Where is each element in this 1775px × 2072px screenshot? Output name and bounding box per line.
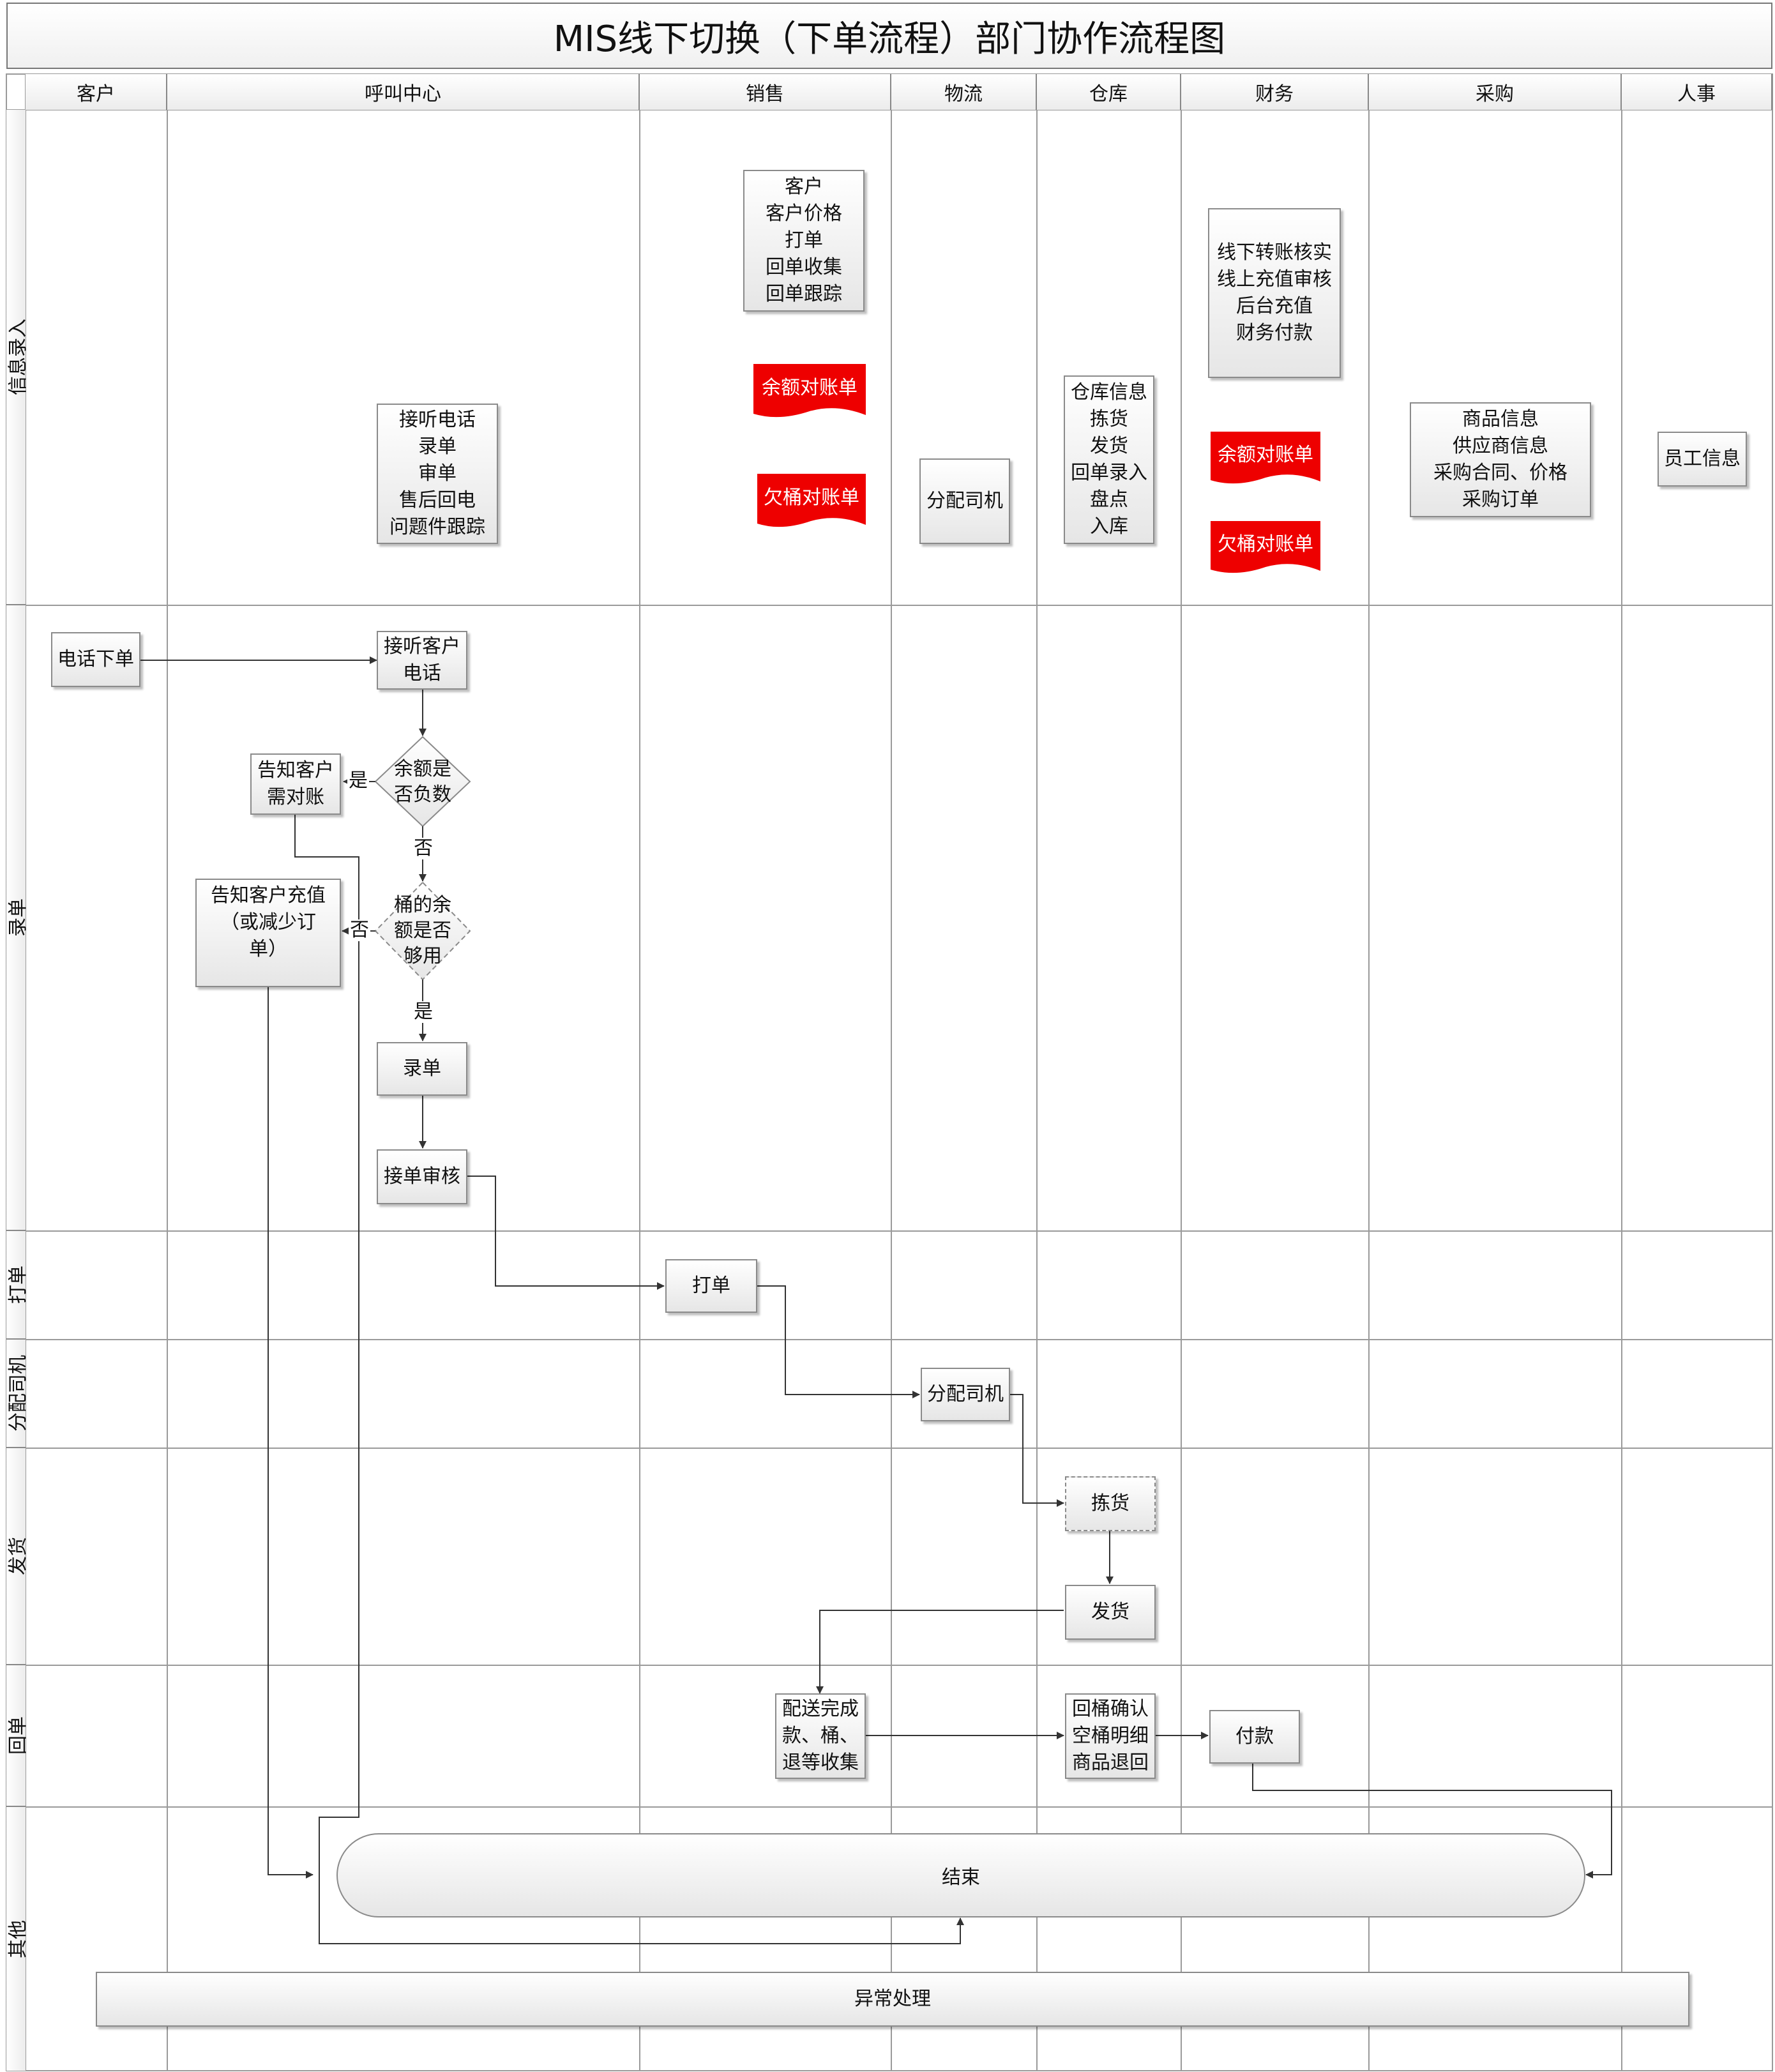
edge-label-yes-1: 是 [347, 769, 369, 792]
collect-node: 配送完成 款、桶、 退等收集 [775, 1693, 866, 1779]
lane-header-callcenter: 呼叫中心 [167, 74, 640, 110]
edge-label-no-2: 否 [349, 919, 370, 941]
review-order-node: 接单审核 [377, 1149, 467, 1204]
answer-call-node: 接听客户 电话 [377, 631, 467, 690]
info-warehouse-box: 仓库信息 拣货 发货 回单录入 盘点 入库 [1064, 375, 1154, 544]
finance-bucket-doc-shape [1211, 521, 1320, 573]
sales-bucket-statement: 欠桶对账单 [764, 487, 859, 509]
bucket-enough-decision: 桶的余 额是否 够用 [394, 894, 451, 967]
lane-header-finance: 财务 [1181, 74, 1369, 110]
notify-reconcile-node: 告知客户 需对账 [250, 753, 341, 815]
info-finance-box: 线下转账核实 线上充值审核 后台充值 财务付款 [1208, 208, 1341, 378]
phase-header-receipt: 回单 [6, 1665, 29, 1807]
phase-header-print: 打单 [6, 1231, 29, 1340]
notify-recharge-node: 告知客户充值 （或减少订 单） [195, 879, 341, 987]
phase-header-assign: 分配司机 [6, 1340, 29, 1448]
lane-header-customer: 客户 [26, 74, 167, 110]
lane-header-hr: 人事 [1622, 74, 1772, 110]
phase-header-entry: 录单 [6, 605, 29, 1231]
doc-shapes [753, 364, 1320, 573]
payment-node: 付款 [1209, 1710, 1300, 1764]
print-order-node: 打单 [665, 1259, 757, 1313]
info-logistics-box: 分配司机 [919, 458, 1010, 544]
finance-balance-statement: 余额对账单 [1218, 444, 1313, 466]
info-callcenter-box: 接听电话 录单 审单 售后回电 问题件跟踪 [377, 404, 498, 544]
sales-balance-doc-shape [753, 364, 866, 418]
lane-header-logistics: 物流 [891, 74, 1037, 110]
end-terminator-shape [336, 1833, 1585, 1917]
balance-negative-decision: 余额是 否负数 [394, 758, 451, 806]
assign-driver-node: 分配司机 [921, 1368, 1010, 1421]
diagram-title: MIS线下切换（下单流程）部门协作流程图 [6, 3, 1772, 69]
edge-label-no-1: 否 [412, 837, 434, 859]
info-hr-box: 员工信息 [1658, 432, 1747, 487]
confirm-return-node: 回桶确认 空桶明细 商品退回 [1065, 1693, 1156, 1779]
sales-balance-statement: 余额对账单 [762, 377, 857, 399]
lane-header-warehouse: 仓库 [1037, 74, 1181, 110]
ship-goods-node: 发货 [1065, 1585, 1156, 1640]
lane-header-sales: 销售 [640, 74, 891, 110]
finance-balance-doc-shape [1211, 432, 1320, 484]
pick-goods-node: 拣货 [1065, 1476, 1156, 1531]
sales-bucket-doc-shape [757, 474, 866, 527]
phase-header-ship: 发货 [6, 1448, 29, 1665]
exception-handling-bar: 异常处理 [96, 1972, 1689, 2027]
phone-order-node: 电话下单 [51, 632, 140, 687]
info-sales-box: 客户 客户价格 打单 回单收集 回单跟踪 [743, 170, 865, 312]
end-terminator: 结束 [942, 1866, 980, 1889]
finance-bucket-statement: 欠桶对账单 [1218, 533, 1313, 556]
lane-header-purchase: 采购 [1369, 74, 1622, 110]
enter-order-node: 录单 [377, 1042, 467, 1096]
info-purchase-box: 商品信息 供应商信息 采购合同、价格 采购订单 [1410, 402, 1591, 517]
phase-header-info: 信息录入 [6, 110, 29, 605]
edge-label-yes-2: 是 [412, 1001, 434, 1023]
phase-header-other: 其他 [6, 1807, 29, 2071]
